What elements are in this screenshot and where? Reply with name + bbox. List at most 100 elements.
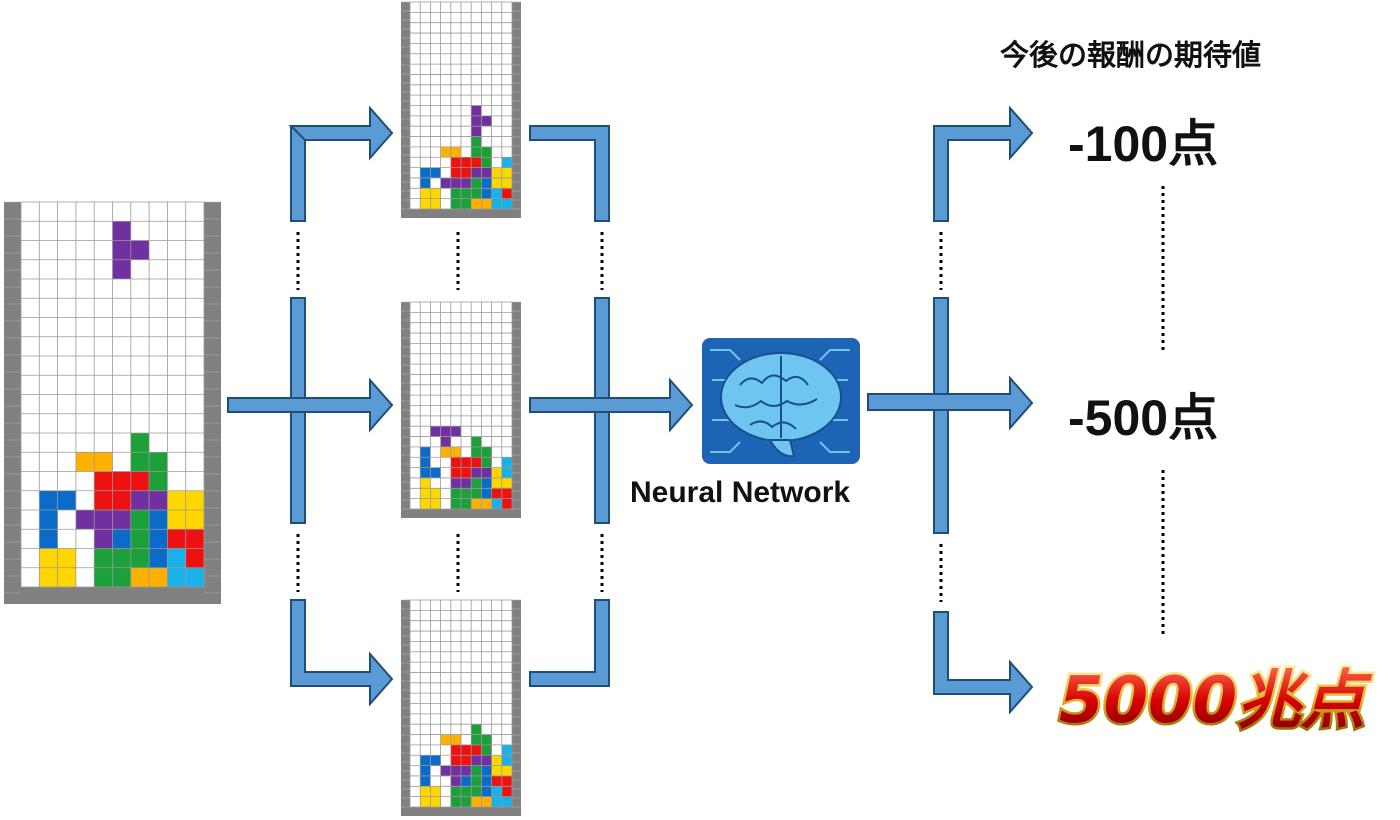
- tetromino-block: [130, 567, 150, 587]
- tetromino-block: [481, 446, 492, 458]
- tetromino-block: [471, 157, 482, 168]
- tetromino-block: [57, 548, 76, 568]
- tetromino-block: [39, 548, 58, 568]
- tetromino-block: [481, 115, 492, 127]
- tetromino-block: [450, 157, 461, 168]
- tetromino-block: [481, 488, 492, 499]
- tetromino-block: [471, 105, 482, 116]
- tetromino-block: [491, 188, 502, 199]
- tetromino-block: [185, 567, 204, 587]
- tetromino-block: [420, 775, 431, 787]
- tetromino-block: [481, 775, 492, 787]
- tetromino-block: [450, 744, 461, 756]
- tetromino-block: [149, 510, 168, 530]
- tetromino-block: [430, 786, 441, 797]
- merge-arrows: [529, 125, 694, 687]
- board-floor: [4, 587, 221, 604]
- tetromino-block: [481, 477, 492, 489]
- tetromino-block: [440, 734, 451, 745]
- tetromino-block: [420, 188, 431, 199]
- board-candidate-top: [401, 1, 521, 218]
- tetromino-block: [430, 467, 441, 478]
- tetromino-block: [420, 177, 431, 189]
- tetromino-block: [461, 786, 472, 797]
- tetromino-block: [501, 157, 512, 168]
- tetromino-block: [167, 510, 186, 530]
- tetromino-block: [471, 436, 482, 447]
- tetromino-block: [501, 775, 512, 787]
- tetromino-block: [501, 467, 512, 478]
- falling-piece-block: [130, 240, 150, 260]
- tetromino-block: [450, 477, 461, 489]
- tetromino-block: [430, 426, 441, 437]
- tetromino-block: [471, 488, 482, 499]
- tetromino-block: [501, 498, 512, 509]
- tetromino-block: [461, 744, 472, 756]
- tetromino-block: [481, 755, 492, 766]
- tetromino-block: [420, 167, 431, 178]
- tetromino-block: [167, 490, 186, 510]
- tetromino-block: [430, 755, 441, 766]
- tetromino-block: [481, 744, 492, 756]
- tetromino-block: [450, 786, 461, 797]
- tetromino-block: [461, 498, 472, 509]
- board-candidate-middle: [401, 301, 521, 518]
- tetromino-block: [471, 724, 482, 735]
- tetromino-block: [112, 567, 131, 587]
- tetromino-block: [501, 755, 512, 766]
- tetromino-block: [112, 510, 131, 530]
- tetromino-block: [471, 177, 482, 189]
- tetromino-block: [481, 498, 492, 509]
- score-minus-100: -100点: [1068, 116, 1219, 172]
- tetromino-block: [491, 498, 502, 509]
- tetromino-block: [130, 529, 150, 549]
- tetromino-block: [450, 755, 461, 766]
- expected-reward-title: 今後の報酬の期待値: [1000, 38, 1262, 72]
- tetromino-block: [430, 488, 441, 499]
- tetromino-block: [491, 167, 502, 178]
- tetromino-block: [471, 796, 482, 807]
- tetromino-block: [94, 510, 113, 530]
- tetromino-block: [461, 796, 472, 807]
- tetromino-block: [450, 467, 461, 478]
- tetromino-block: [94, 490, 113, 510]
- tetromino-block: [491, 467, 502, 478]
- tetromino-block: [481, 146, 492, 158]
- tetromino-block: [501, 177, 512, 189]
- tetromino-block: [481, 188, 492, 199]
- tetromino-block: [112, 548, 131, 568]
- neural-network-label: Neural Network: [630, 476, 851, 509]
- tetromino-block: [461, 467, 472, 478]
- board-wall-left: [4, 202, 21, 604]
- tetromino-block: [450, 765, 461, 776]
- tetromino-block: [57, 567, 76, 587]
- tetromino-block: [185, 490, 204, 510]
- tetromino-block: [450, 498, 461, 509]
- tetromino-block: [491, 477, 502, 489]
- tetromino-block: [75, 452, 95, 472]
- tetromino-block: [420, 755, 431, 766]
- board-floor: [401, 807, 521, 816]
- tetromino-block: [94, 452, 113, 472]
- tetromino-block: [461, 755, 472, 766]
- tetromino-block: [491, 786, 502, 797]
- tetromino-block: [461, 167, 472, 178]
- tetromino-block: [39, 510, 58, 530]
- tetromino-block: [461, 477, 472, 489]
- tetromino-block: [501, 796, 512, 807]
- tetromino-block: [471, 755, 482, 766]
- tetromino-block: [501, 167, 512, 178]
- tetromino-block: [39, 490, 58, 510]
- board-candidate-bottom: [401, 599, 521, 816]
- tetromino-block: [471, 115, 482, 127]
- tetromino-block: [471, 126, 482, 137]
- dotted-connectors-left: [296, 232, 943, 602]
- tetromino-block: [501, 744, 512, 756]
- tetromino-block: [112, 529, 131, 549]
- neural-network-icon: [702, 338, 860, 464]
- tetromino-block: [501, 198, 512, 209]
- tetromino-block: [471, 457, 482, 468]
- tetromino-block: [112, 471, 131, 491]
- tetromino-block: [420, 457, 431, 468]
